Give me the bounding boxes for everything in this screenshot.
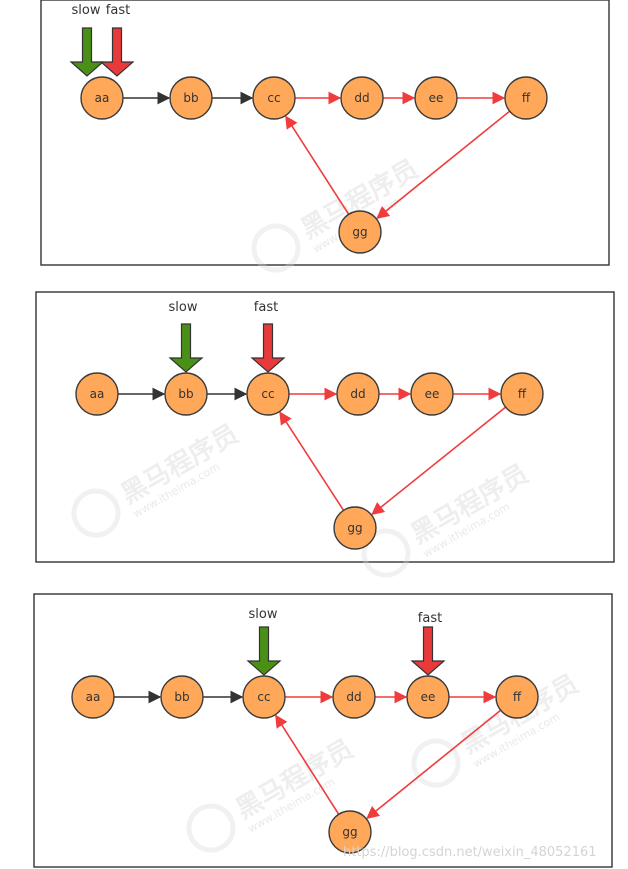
- panel-frame: [35, 291, 615, 563]
- watermark-brand: 黑马程序员: [231, 733, 359, 825]
- slow-pointer-arrow: [168, 323, 204, 373]
- panel-frame: [40, 0, 610, 266]
- node-circle: [414, 76, 458, 120]
- node-circle: [246, 372, 290, 416]
- node-label: ee: [421, 690, 436, 704]
- node-circle: [75, 372, 119, 416]
- node-label: cc: [257, 690, 270, 704]
- node-label: ff: [513, 690, 522, 704]
- watermark-logo-icon: [186, 803, 236, 853]
- node-aa: aa: [80, 76, 124, 120]
- node-label: cc: [261, 387, 274, 401]
- node-label: dd: [350, 387, 365, 401]
- fast-pointer-arrow: [410, 626, 446, 676]
- slow-pointer-label: slow: [249, 607, 278, 622]
- node-bb: bb: [164, 372, 208, 416]
- edge-ff-gg: [371, 406, 507, 516]
- node-cc: cc: [242, 675, 286, 719]
- node-circle: [495, 675, 539, 719]
- slow-pointer-arrow: [69, 27, 105, 77]
- edge-gg-cc: [279, 411, 345, 511]
- node-gg: gg: [328, 810, 372, 854]
- slow-pointer-label: slow: [72, 3, 101, 18]
- node-label: aa: [95, 91, 110, 105]
- credit-url: https://blog.csdn.net/weixin_48052161: [343, 845, 597, 860]
- fast-pointer-label: fast: [106, 3, 130, 18]
- node-circle: [169, 76, 213, 120]
- node-circle: [80, 76, 124, 120]
- node-circle: [500, 372, 544, 416]
- watermark-logo-icon: [411, 738, 461, 788]
- node-label: dd: [346, 690, 361, 704]
- node-circle: [160, 675, 204, 719]
- node-ee: ee: [414, 76, 458, 120]
- node-label: aa: [90, 387, 105, 401]
- edge-gg-cc: [285, 115, 350, 215]
- node-circle: [504, 76, 548, 120]
- node-label: ff: [518, 387, 527, 401]
- node-ff: ff: [500, 372, 544, 416]
- node-cc: cc: [246, 372, 290, 416]
- node-ff: ff: [504, 76, 548, 120]
- node-ee: ee: [406, 675, 450, 719]
- node-gg: gg: [333, 506, 377, 550]
- node-dd: dd: [336, 372, 380, 416]
- node-label: ff: [522, 91, 531, 105]
- panel-frame: [33, 593, 613, 868]
- fast-pointer-arrow: [250, 323, 286, 373]
- node-bb: bb: [169, 76, 213, 120]
- node-circle: [338, 210, 382, 254]
- edge-gg-cc: [275, 714, 340, 815]
- node-label: gg: [347, 521, 362, 535]
- fast-pointer-label: fast: [254, 300, 278, 315]
- edge-ff-gg: [376, 110, 511, 219]
- node-aa: aa: [75, 372, 119, 416]
- fast-pointer-label: fast: [418, 611, 442, 626]
- node-circle: [328, 810, 372, 854]
- node-circle: [333, 506, 377, 550]
- node-circle: [242, 675, 286, 719]
- node-gg: gg: [338, 210, 382, 254]
- fast-pointer-arrow: [99, 27, 135, 77]
- edge-ff-gg: [366, 709, 502, 819]
- node-circle: [71, 675, 115, 719]
- node-bb: bb: [160, 675, 204, 719]
- watermark-logo-icon: [251, 223, 301, 273]
- node-label: aa: [86, 690, 101, 704]
- node-label: bb: [183, 91, 198, 105]
- node-dd: dd: [332, 675, 376, 719]
- node-label: dd: [354, 91, 369, 105]
- node-cc: cc: [252, 76, 296, 120]
- panel-3: 黑马程序员www.itheima.com黑马程序员www.itheima.com…: [33, 593, 613, 868]
- watermark-logo-icon: [71, 488, 121, 538]
- node-circle: [410, 372, 454, 416]
- node-ff: ff: [495, 675, 539, 719]
- watermark-brand: 黑马程序员: [116, 418, 244, 510]
- node-aa: aa: [71, 675, 115, 719]
- node-label: bb: [174, 690, 189, 704]
- node-label: bb: [178, 387, 193, 401]
- node-dd: dd: [340, 76, 384, 120]
- node-ee: ee: [410, 372, 454, 416]
- node-label: gg: [352, 225, 367, 239]
- node-circle: [406, 675, 450, 719]
- node-label: ee: [429, 91, 444, 105]
- node-circle: [340, 76, 384, 120]
- slow-pointer-label: slow: [169, 300, 198, 315]
- slow-pointer-arrow: [246, 626, 282, 676]
- node-label: ee: [425, 387, 440, 401]
- node-circle: [336, 372, 380, 416]
- node-circle: [164, 372, 208, 416]
- node-circle: [252, 76, 296, 120]
- node-label: cc: [267, 91, 280, 105]
- node-label: gg: [342, 825, 357, 839]
- node-circle: [332, 675, 376, 719]
